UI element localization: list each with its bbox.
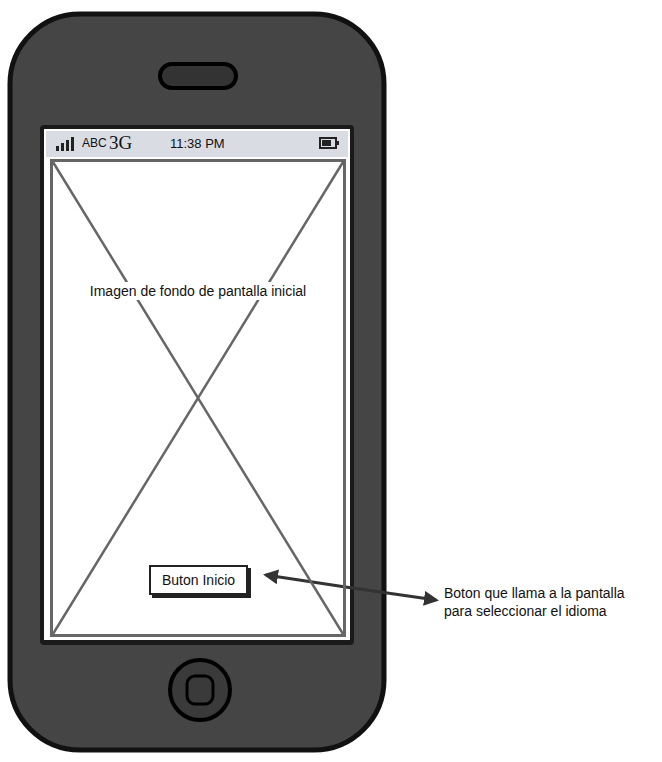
- carrier-label: ABC: [82, 136, 107, 150]
- placeholder-cross: [53, 162, 343, 634]
- button-label: Buton Inicio: [162, 572, 235, 588]
- home-button-icon: [187, 676, 213, 704]
- start-button: Buton Inicio: [149, 565, 248, 595]
- callout-arrow: [266, 575, 436, 600]
- home-button: [170, 660, 230, 720]
- phone-earpiece: [160, 64, 236, 88]
- screen-frame: [40, 125, 354, 645]
- placeholder-caption: Imagen de fondo de pantalla inicial: [87, 282, 309, 300]
- network-label: 3G: [109, 132, 132, 154]
- clock-label: 11:38 PM: [170, 136, 225, 151]
- battery-icon: [320, 138, 339, 148]
- screen: [44, 129, 350, 640]
- signal-icon: [56, 137, 74, 151]
- callout-note: Boton que llama a la pantalla para selec…: [444, 584, 656, 620]
- image-placeholder: Imagen de fondo de pantalla inicialButon…: [50, 159, 346, 637]
- status-bar: [46, 131, 348, 157]
- phone-body: [10, 14, 384, 750]
